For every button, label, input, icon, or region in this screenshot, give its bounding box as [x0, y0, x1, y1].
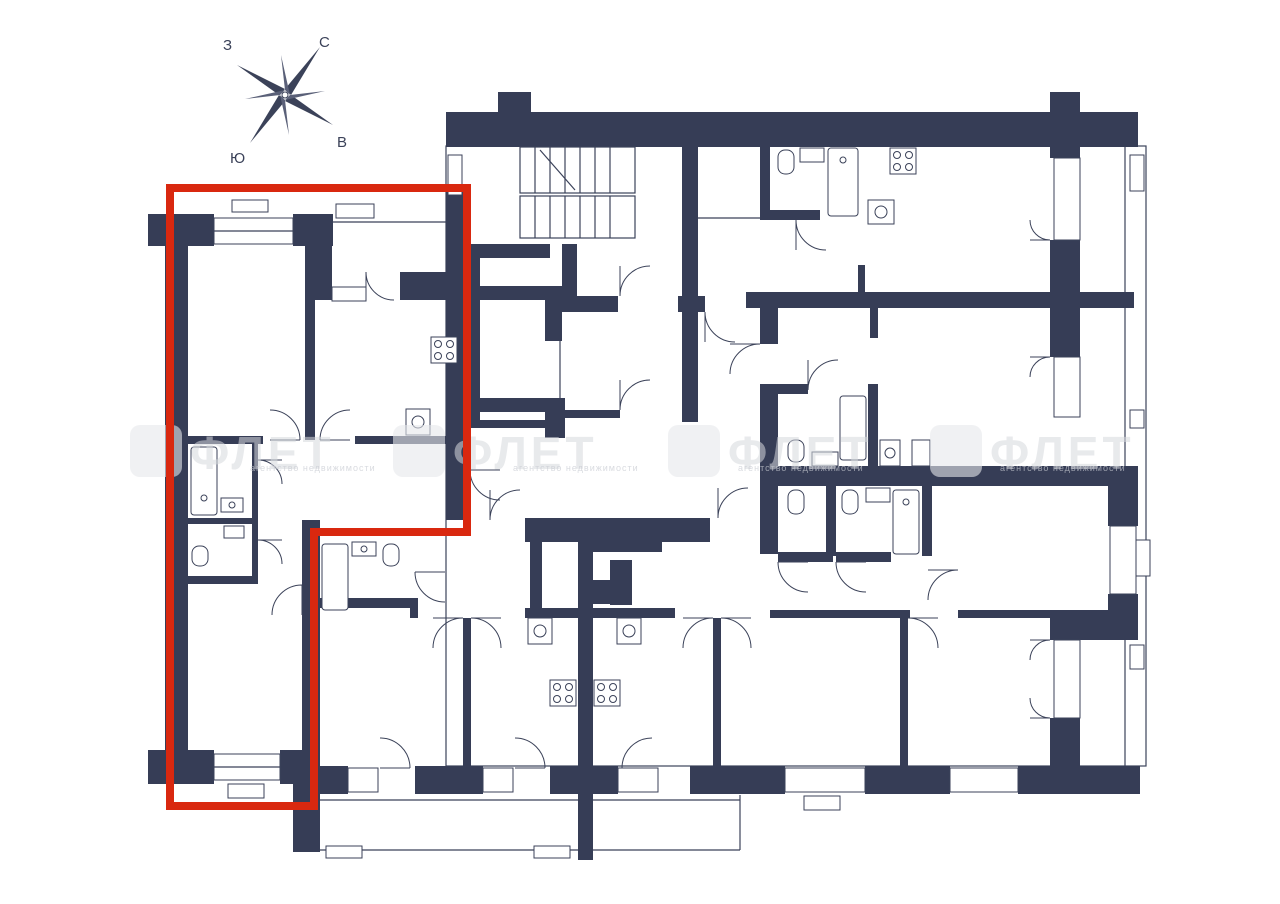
- sink-icon: [865, 487, 891, 503]
- stove-icon: [889, 147, 917, 175]
- door-swing-icon: [720, 617, 752, 649]
- door-swing-icon: [795, 219, 827, 251]
- sink-icon: [351, 541, 377, 557]
- sink-icon: [223, 525, 245, 539]
- toilet-icon: [382, 543, 400, 567]
- door-swing-icon: [489, 489, 521, 521]
- staircase: [519, 146, 636, 239]
- toilet-icon: [777, 149, 795, 175]
- svg-text:агентство недвижимости: агентство недвижимости: [738, 463, 864, 473]
- windows: [213, 154, 1151, 859]
- door-swing-icon: [717, 487, 749, 519]
- bathtub-icon: [321, 543, 349, 611]
- window-icon: [213, 753, 281, 781]
- door-swing-icon: [1029, 356, 1051, 378]
- door-swing-icon: [729, 343, 761, 375]
- stove-icon: [430, 336, 458, 364]
- walls: [148, 92, 1140, 860]
- sink-icon: [616, 617, 642, 645]
- door-swing-icon: [271, 584, 303, 616]
- toilet-icon: [841, 489, 859, 515]
- door-swing-icon: [777, 561, 809, 593]
- compass-west-label: З: [223, 37, 232, 54]
- door-swing-icon: [514, 737, 546, 769]
- window-icon: [213, 217, 294, 245]
- door-swing-icon: [621, 737, 653, 769]
- door-swing-icon: [365, 271, 395, 301]
- sink-icon: [527, 617, 553, 645]
- door-swing-icon: [907, 617, 939, 649]
- door-swing-icon: [619, 379, 651, 411]
- door-swing-icon: [379, 737, 411, 769]
- toilet-icon: [191, 545, 209, 567]
- svg-text:агентство недвижимости: агентство недвижимости: [513, 463, 639, 473]
- toilet-icon: [787, 439, 805, 463]
- compass-rose-icon: [237, 47, 333, 143]
- door-swing-icon: [704, 311, 736, 343]
- selected-apartment-outline[interactable]: [166, 184, 471, 810]
- door-swing-icon: [1029, 697, 1051, 719]
- door-swing-icon: [1029, 639, 1051, 661]
- bathtub-icon: [839, 395, 867, 461]
- bathtub-icon: [827, 147, 859, 217]
- compass-north-label: С: [319, 34, 330, 51]
- sink-icon: [879, 439, 901, 467]
- door-swing-icon: [470, 617, 502, 649]
- door-swing-icon: [257, 539, 283, 565]
- toilet-icon: [787, 489, 805, 515]
- svg-text:ФЛЕТ: ФЛЕТ: [190, 427, 335, 479]
- sink-icon: [867, 199, 895, 225]
- doors: [257, 219, 1051, 769]
- svg-text:агентство недвижимости: агентство недвижимости: [250, 463, 376, 473]
- stove-icon: [911, 439, 931, 467]
- watermarks: ФЛЕТ агентство недвижимости ФЛЕТ агентст…: [130, 425, 1135, 479]
- door-swing-icon: [414, 571, 446, 603]
- door-swing-icon: [269, 409, 301, 441]
- compass-south-label: Ю: [230, 150, 245, 167]
- bathtub-icon: [190, 446, 218, 516]
- door-swing-icon: [927, 569, 959, 601]
- door-swing-icon: [432, 617, 464, 649]
- svg-text:агентство недвижимости: агентство недвижимости: [1000, 463, 1126, 473]
- door-swing-icon: [257, 459, 283, 485]
- door-swing-icon: [835, 561, 867, 593]
- svg-text:ФЛЕТ: ФЛЕТ: [453, 427, 598, 479]
- fixtures: [190, 147, 931, 707]
- door-swing-icon: [619, 265, 651, 297]
- sink-icon: [811, 451, 839, 467]
- door-swing-icon: [319, 409, 351, 441]
- sink-icon: [799, 147, 825, 163]
- stove-icon: [593, 679, 621, 707]
- svg-text:ФЛЕТ: ФЛЕТ: [990, 427, 1135, 479]
- stove-icon: [549, 679, 577, 707]
- thin-lines: [320, 145, 1147, 851]
- door-swing-icon: [682, 617, 714, 649]
- svg-text:ФЛЕТ: ФЛЕТ: [728, 427, 873, 479]
- door-swing-icon: [1029, 219, 1051, 241]
- door-swing-icon: [807, 359, 839, 391]
- bathtub-icon: [892, 489, 920, 555]
- sink-icon: [220, 497, 244, 513]
- compass-east-label: В: [337, 134, 347, 151]
